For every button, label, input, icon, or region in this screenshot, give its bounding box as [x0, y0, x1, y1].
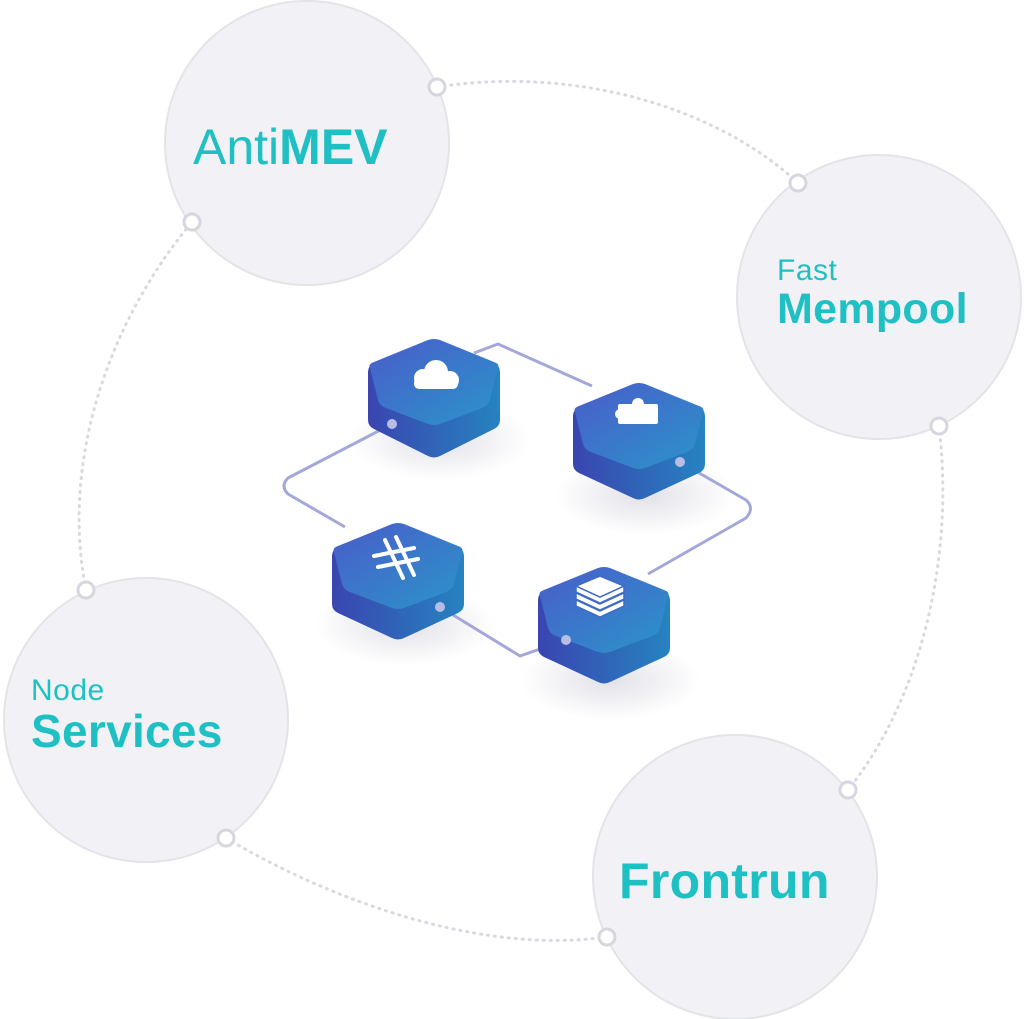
- hash-icon: [372, 535, 420, 580]
- puzzle-icon: [615, 398, 658, 424]
- orbit-path: [77, 79, 945, 942]
- bubble-node-services: [3, 577, 289, 863]
- orbit-dot: [427, 77, 447, 97]
- node-services-label-line1: Node: [31, 674, 105, 707]
- layers-icon: [574, 575, 626, 618]
- fast-mempool-label: Fast Mempool: [777, 256, 968, 331]
- antimev-label-part2: MEV: [279, 119, 388, 175]
- cube-layers: [538, 567, 670, 684]
- cube-hash: [332, 523, 464, 640]
- cube-puzzle: [573, 383, 705, 500]
- orbit-dot: [182, 212, 202, 232]
- cube-port: [435, 602, 445, 612]
- frontrun-label: Frontrun: [619, 856, 830, 906]
- cube-port: [387, 419, 397, 429]
- fast-mempool-label-line2: Mempool: [777, 285, 968, 333]
- antimev-label-part1: Anti: [193, 119, 280, 175]
- orbit-dot: [597, 927, 617, 947]
- bubble-antimev: [164, 0, 450, 286]
- node-services-label: Node Services: [31, 674, 223, 757]
- orbit-dot: [216, 828, 236, 848]
- cube-port: [675, 457, 685, 467]
- orbit-dot: [788, 173, 808, 193]
- orbit-dot: [838, 780, 858, 800]
- bubble-frontrun: [592, 734, 878, 1019]
- node-services-label-line2: Services: [31, 705, 223, 757]
- orbit-dot: [76, 580, 96, 600]
- bubble-fast-mempool: [736, 154, 1022, 440]
- frontrun-label-text: Frontrun: [619, 853, 830, 909]
- orbit-dots: [76, 77, 949, 947]
- antimev-label: AntiMEV: [193, 122, 388, 172]
- cube-cloud: [368, 339, 500, 458]
- orbit-dot: [929, 416, 949, 436]
- cube-port: [561, 635, 571, 645]
- cloud-icon: [414, 360, 459, 389]
- fast-mempool-label-line1: Fast: [777, 254, 838, 287]
